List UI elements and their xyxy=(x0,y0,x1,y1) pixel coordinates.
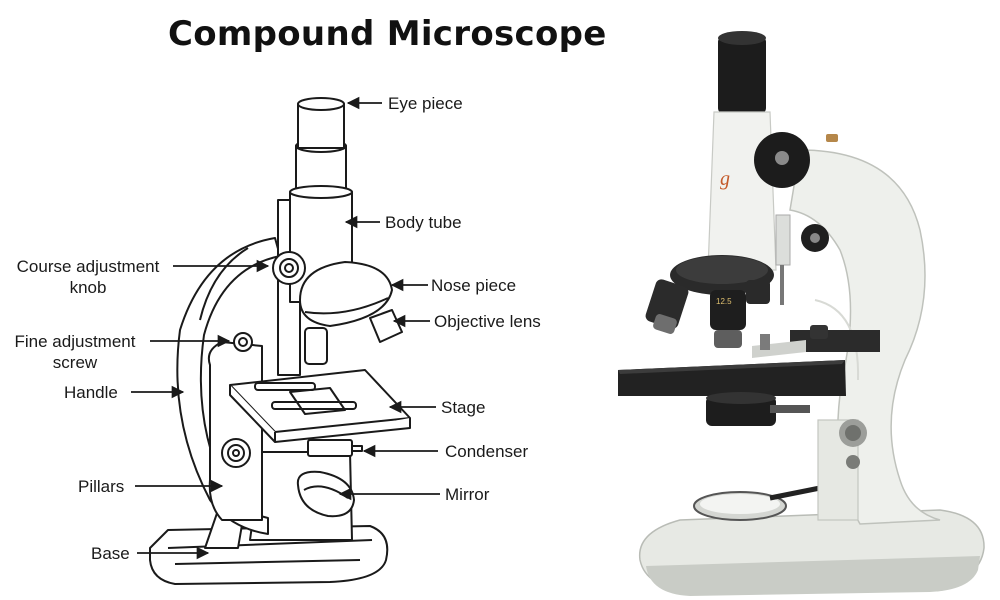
label-nose-piece: Nose piece xyxy=(431,276,517,295)
mirror-drawing xyxy=(296,470,355,518)
label-course-adjustment-knob: Course adjustment knob xyxy=(4,256,172,298)
label-mirror: Mirror xyxy=(445,485,490,504)
page-title: Compound Microscope xyxy=(168,14,607,54)
label-pillars: Pillars xyxy=(78,477,125,496)
objective-lens-drawing xyxy=(369,309,403,343)
label-base: Base xyxy=(91,544,130,563)
label-fine-adjustment-line1: Fine adjustment xyxy=(14,332,136,351)
label-stage: Stage xyxy=(441,398,486,417)
eye-piece-drawing xyxy=(297,103,345,149)
label-fine-adjustment-screw: Fine adjustment screw xyxy=(2,331,148,373)
svg-text:g: g xyxy=(720,168,730,190)
microscope-photo: g 12.5 xyxy=(618,31,985,596)
lens-marking: 12.5 xyxy=(716,297,732,306)
label-course-adjustment-line1: Course adjustment xyxy=(16,257,160,276)
label-course-adjustment-line2: knob xyxy=(69,278,107,297)
label-eye-piece: Eye piece xyxy=(388,94,463,113)
label-handle: Handle xyxy=(64,383,118,402)
label-objective-lens: Objective lens xyxy=(434,312,541,331)
condenser-drawing xyxy=(307,439,353,457)
label-body-tube: Body tube xyxy=(385,213,462,232)
label-condenser: Condenser xyxy=(445,442,529,461)
label-fine-adjustment-line2: screw xyxy=(52,353,98,372)
